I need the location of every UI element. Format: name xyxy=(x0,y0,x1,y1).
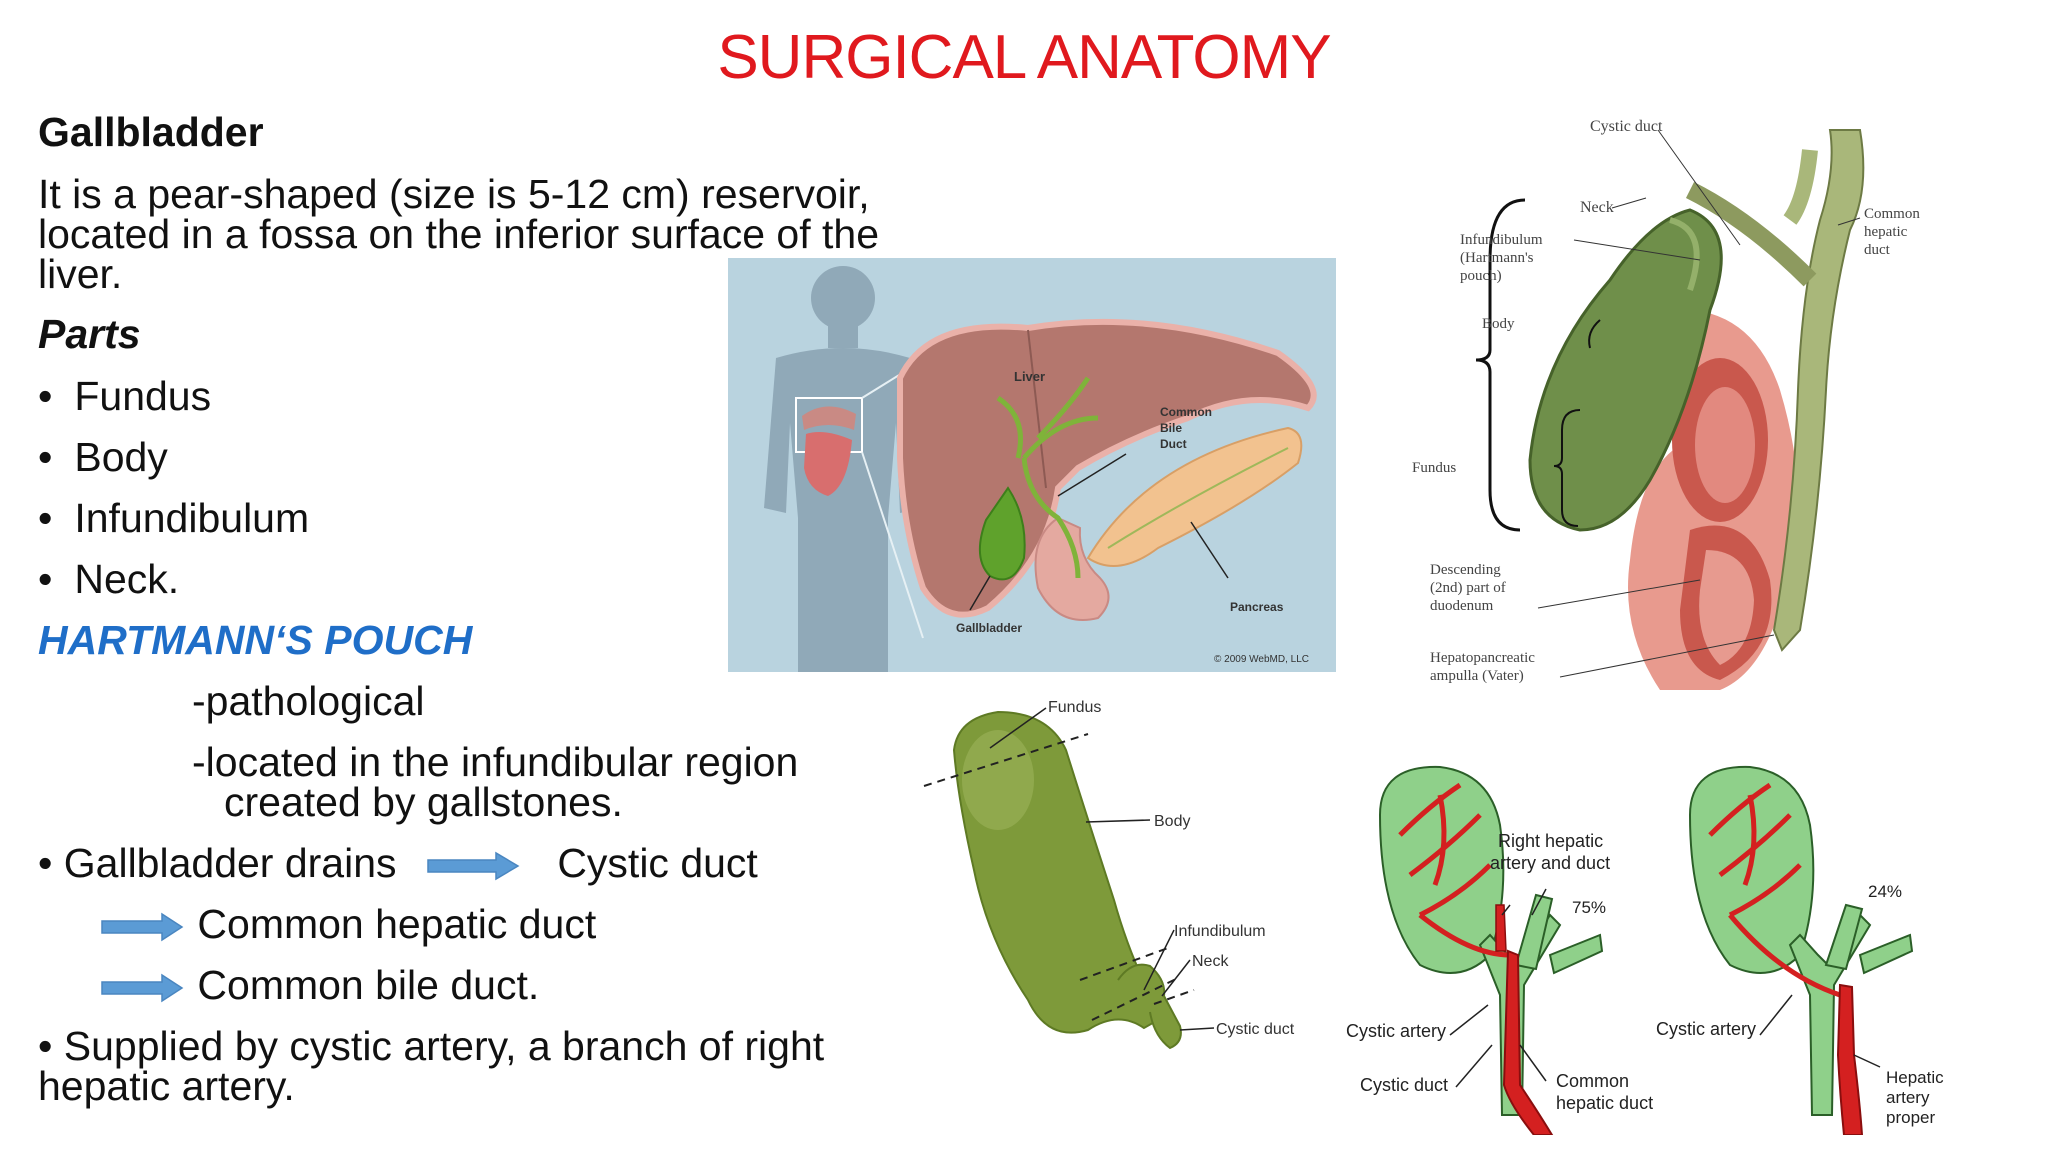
pouch-line-1: -pathological xyxy=(192,678,425,724)
netter-infundibulum-label: (Hartmann's xyxy=(1460,250,1534,266)
webmd-cbd-label: Duct xyxy=(1160,437,1187,451)
netter-duodenum-label: (2nd) part of xyxy=(1430,580,1506,596)
arrow-right-icon xyxy=(101,912,184,942)
webmd-gallbladder-label: Gallbladder xyxy=(956,621,1022,635)
artery-pct-24: 24% xyxy=(1868,882,1902,901)
netter-chd-label: duct xyxy=(1864,242,1891,258)
netter-duodenum-label: Descending xyxy=(1430,562,1501,578)
netter-ampulla-label: Hepatopancreatic xyxy=(1430,650,1535,666)
artery-hepatic-label: Hepatic xyxy=(1886,1068,1944,1087)
intro-line-3: liver. xyxy=(38,251,123,297)
parts-item: • Body xyxy=(38,434,168,480)
artery-cystic-artery-label-2: Cystic artery xyxy=(1656,1019,1756,1039)
netter-cystic-duct-label: Cystic duct xyxy=(1590,118,1663,135)
artery-chd-label: Common xyxy=(1556,1071,1629,1091)
webmd-cbd-label: Bile xyxy=(1160,421,1182,435)
bullet: • xyxy=(38,556,53,602)
parts-item: • Neck. xyxy=(38,556,180,602)
supply-line-2: hepatic artery. xyxy=(38,1063,295,1109)
artery-rha-label: Right hepatic xyxy=(1498,831,1603,851)
parts-item-label: Fundus xyxy=(74,373,212,419)
netter-chd-label: hepatic xyxy=(1864,224,1908,240)
parts-item-label: Infundibulum xyxy=(74,495,310,541)
slide-title: SURGICAL ANATOMY xyxy=(717,23,1331,92)
netter-infundibulum-label: Infundibulum xyxy=(1460,232,1543,248)
artery-cystic-artery-label: Cystic artery xyxy=(1346,1021,1446,1041)
artery-pct-75: 75% xyxy=(1572,898,1606,917)
arrow-right-icon xyxy=(427,851,520,881)
bullet: • xyxy=(38,840,53,886)
webmd-pancreas-label: Pancreas xyxy=(1230,600,1284,614)
parts-body-label: Body xyxy=(1154,813,1190,830)
webmd-liver-label: Liver xyxy=(1014,369,1045,384)
artery-chd-label: hepatic duct xyxy=(1556,1093,1653,1113)
netter-ampulla-label: ampulla (Vater) xyxy=(1430,668,1524,684)
parts-item-label: Body xyxy=(74,434,168,480)
parts-heading: Parts xyxy=(38,311,141,357)
cystic-artery-figure: Right hepatic artery and duct 75% Cystic… xyxy=(1340,755,1980,1135)
heading-gallbladder: Gallbladder xyxy=(38,109,264,155)
drain-text-1b: Cystic duct xyxy=(557,840,758,886)
webmd-liver-figure: Liver Common Bile Duct Pancreas Gallblad… xyxy=(728,258,1336,672)
webmd-credit: © 2009 WebMD, LLC xyxy=(1214,654,1309,665)
parts-fundus-label: Fundus xyxy=(1048,699,1101,716)
bullet: • xyxy=(38,373,53,419)
drain-line-3: Common bile duct. xyxy=(100,962,540,1008)
drain-text-2: Common hepatic duct xyxy=(197,901,597,947)
intro-line-2: located in a fossa on the inferior surfa… xyxy=(38,211,880,257)
artery-hepatic-label: artery xyxy=(1886,1088,1930,1107)
bullet: • xyxy=(38,434,53,480)
parts-cystic-duct-label: Cystic duct xyxy=(1216,1021,1295,1038)
drain-text-1: Gallbladder drains xyxy=(63,840,397,886)
arrow-right-icon xyxy=(101,973,184,1003)
artery-cystic-duct-label: Cystic duct xyxy=(1360,1075,1448,1095)
netter-infundibulum-label: pouch) xyxy=(1460,268,1502,284)
parts-item: • Infundibulum xyxy=(38,495,310,541)
parts-item-label: Neck. xyxy=(74,556,180,602)
drain-text-3: Common bile duct. xyxy=(197,962,540,1008)
artery-rha-label: artery and duct xyxy=(1490,853,1610,873)
parts-item: • Fundus xyxy=(38,373,212,419)
intro-line-1: It is a pear-shaped (size is 5-12 cm) re… xyxy=(38,171,870,217)
bullet: • xyxy=(38,1023,53,1069)
netter-body-label: Body xyxy=(1482,316,1515,332)
gallbladder-parts-figure: Fundus Body Infundibulum Neck Cystic duc… xyxy=(918,690,1308,1060)
drain-line-1: • Gallbladder drains Cystic duct xyxy=(38,840,758,886)
netter-neck-label: Neck xyxy=(1580,199,1614,216)
pouch-heading: HARTMANN‘S POUCH xyxy=(38,617,473,663)
bullet: • xyxy=(38,495,53,541)
netter-gallbladder-figure: Cystic duct Neck Infundibulum (Hartmann'… xyxy=(1390,110,1940,690)
parts-neck-label: Neck xyxy=(1192,953,1229,970)
netter-chd-label: Common xyxy=(1864,206,1920,222)
artery-hepatic-label: proper xyxy=(1886,1108,1935,1127)
pouch-line-3: created by gallstones. xyxy=(224,779,623,825)
supply-text-1: Supplied by cystic artery, a branch of r… xyxy=(63,1023,825,1069)
drain-line-2: Common hepatic duct xyxy=(100,901,597,947)
netter-duodenum-label: duodenum xyxy=(1430,598,1494,614)
parts-infundibulum-label: Infundibulum xyxy=(1174,923,1266,940)
pouch-line-2: -located in the infundibular region xyxy=(192,739,799,785)
webmd-cbd-label: Common xyxy=(1160,405,1212,419)
supply-line-1: • Supplied by cystic artery, a branch of… xyxy=(38,1023,825,1069)
netter-fundus-label: Fundus xyxy=(1412,460,1456,476)
